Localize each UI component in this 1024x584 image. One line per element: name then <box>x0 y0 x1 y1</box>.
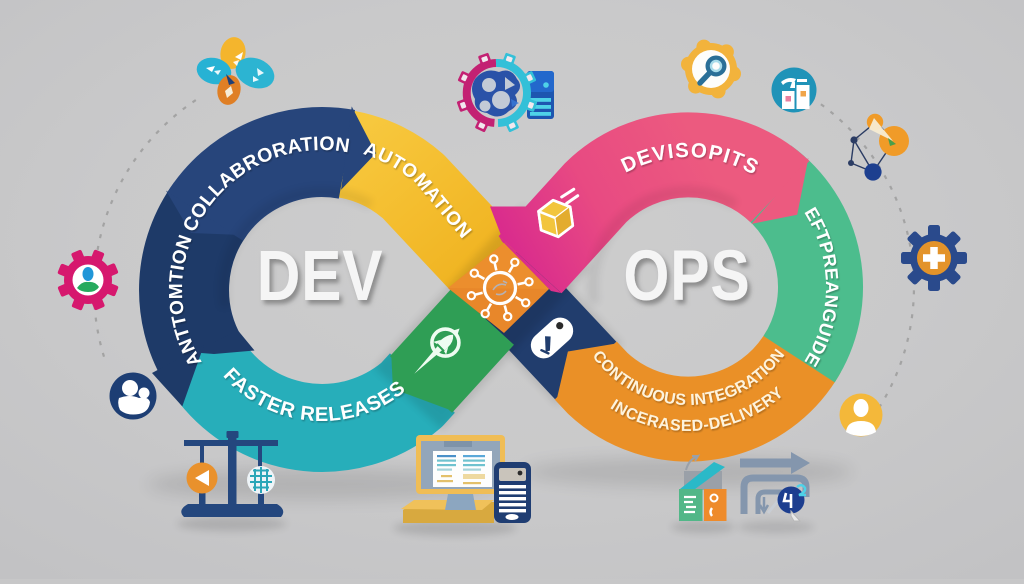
svg-text:OPS: OPS <box>624 236 751 315</box>
svg-text:DEV: DEV <box>257 235 384 315</box>
